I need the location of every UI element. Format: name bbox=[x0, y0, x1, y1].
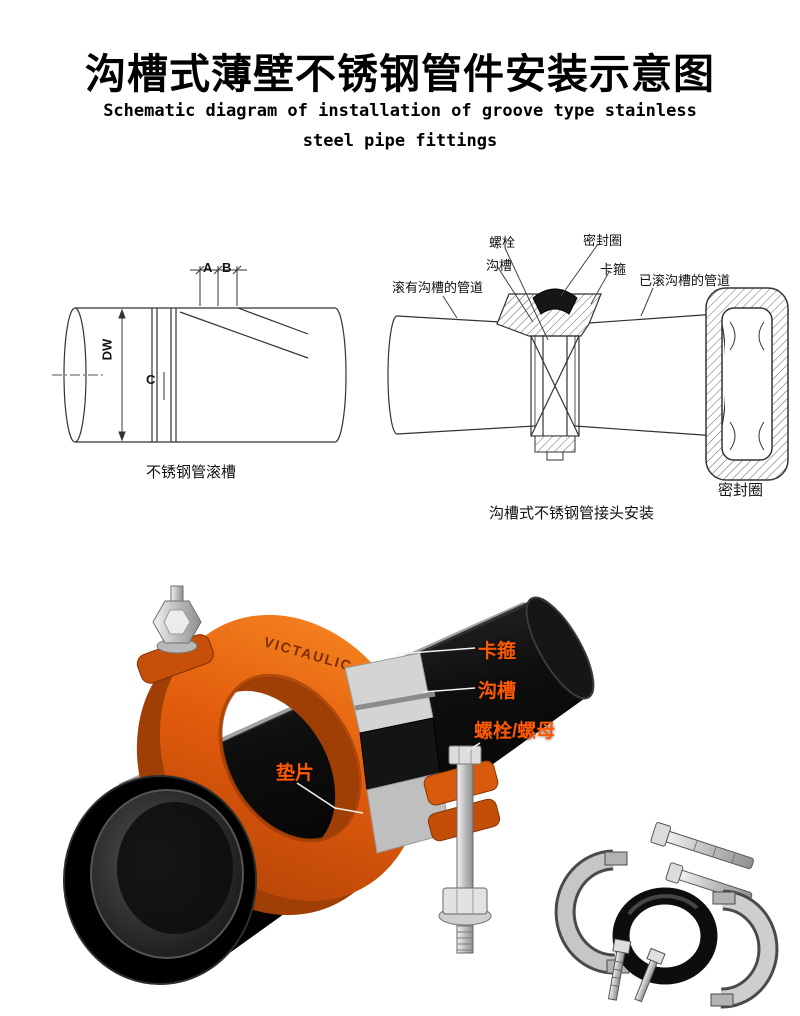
joint-section-drawing bbox=[387, 243, 725, 461]
dim-label-c: C bbox=[146, 372, 156, 387]
render-label-groove: 沟槽 bbox=[478, 681, 517, 702]
nut-section bbox=[534, 435, 576, 453]
gasket-drawing-caption: 密封圈 bbox=[718, 482, 764, 499]
gasket-section-drawing bbox=[705, 287, 789, 481]
gasket-ring-body bbox=[705, 287, 789, 481]
bolt-housing bbox=[530, 335, 580, 437]
joint-label-clamp: 卡箍 bbox=[600, 262, 627, 277]
dim-label-a: A bbox=[203, 260, 213, 275]
page-title: 沟槽式薄壁不锈钢管件安装示意图 bbox=[85, 51, 715, 97]
bolt-tip bbox=[546, 451, 564, 461]
pipe-outline bbox=[63, 307, 347, 443]
side-bolt-assembly bbox=[423, 745, 501, 954]
render-label-gasket: 垫片 bbox=[276, 763, 315, 784]
joint-label-pipe-left: 滚有沟槽的管道 bbox=[392, 280, 484, 295]
gasket-lips bbox=[729, 321, 765, 451]
page-subtitle: Schematic diagram of installation of gro… bbox=[0, 96, 800, 156]
pipe-far-end bbox=[525, 596, 595, 700]
pipe-front-opening bbox=[63, 775, 257, 985]
dim-label-dw: DW bbox=[99, 338, 115, 361]
joint-label-pipe-right: 已滚沟槽的管道 bbox=[639, 273, 731, 288]
gasket-section bbox=[532, 288, 578, 315]
components-photo-parts bbox=[554, 822, 779, 1009]
dimension-lines bbox=[118, 265, 247, 442]
coupling-housing-section bbox=[496, 293, 602, 337]
components-photo bbox=[554, 822, 779, 1009]
render-label-clamp: 卡箍 bbox=[478, 641, 517, 662]
top-bolt-assembly bbox=[136, 585, 214, 684]
joint-label-groove: 沟槽 bbox=[486, 258, 513, 273]
subtitle-line-2: steel pipe fittings bbox=[302, 131, 498, 151]
product-render: VICTAULIC bbox=[63, 585, 595, 985]
dim-label-b: B bbox=[222, 260, 232, 275]
joint-label-seal-ring: 密封圈 bbox=[583, 233, 623, 248]
joint-leader-lines bbox=[442, 243, 654, 341]
joint-label-bolt: 螺栓 bbox=[489, 235, 516, 250]
render-label-bolt-nut: 螺栓/螺母 bbox=[474, 721, 556, 742]
cutaway-section bbox=[344, 652, 451, 854]
subtitle-line-1: Schematic diagram of installation of gro… bbox=[103, 101, 697, 121]
groove-drawing-caption: 不锈钢管滚槽 bbox=[146, 464, 237, 481]
callout-leader-lines bbox=[296, 647, 481, 814]
joint-drawing-caption: 沟槽式不锈钢管接头安装 bbox=[489, 505, 655, 522]
groove-dimension-drawing bbox=[52, 265, 347, 443]
